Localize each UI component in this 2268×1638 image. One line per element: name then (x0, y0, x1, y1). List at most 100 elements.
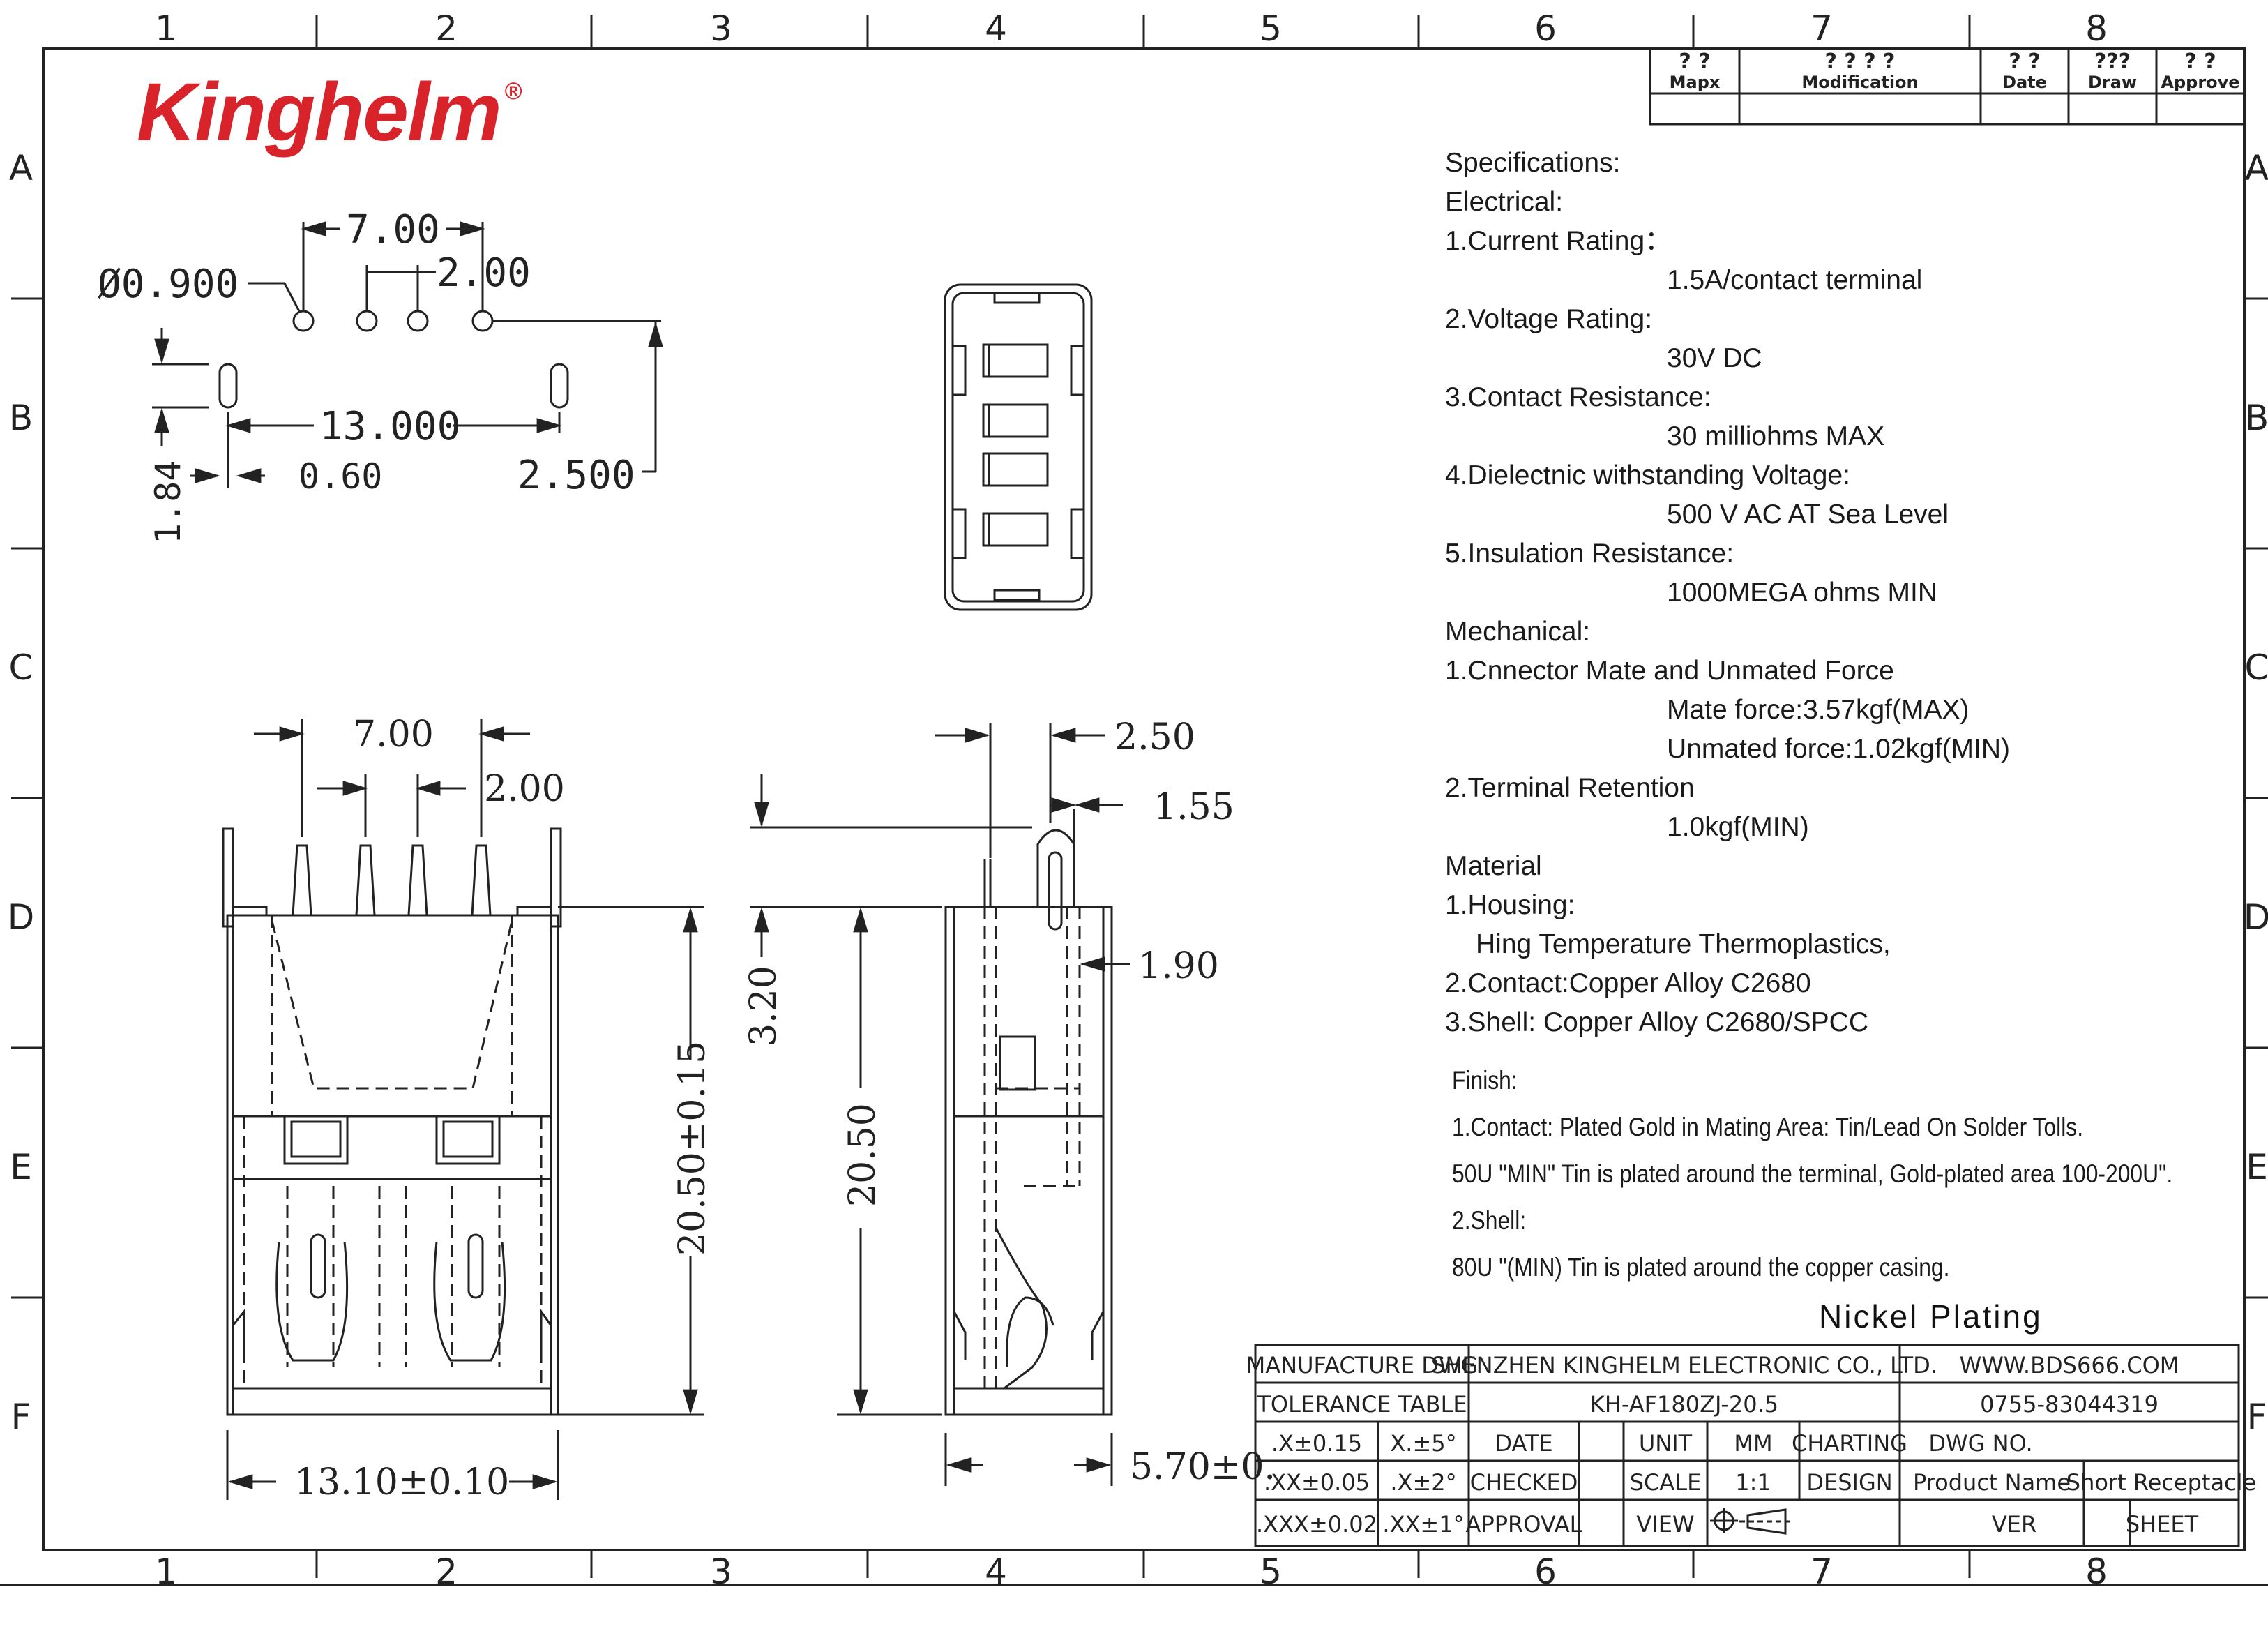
tb-tol-ang-xx: .X±2° (1390, 1469, 1456, 1496)
spec-material-heading: Material (1445, 851, 1542, 881)
zone-row-d-left: D (8, 897, 35, 938)
tb-approval-label: APPROVAL (1466, 1511, 1582, 1538)
nickel-plating-note: Nickel Plating (1819, 1298, 2043, 1335)
dim-side-320: 3.20 (743, 965, 785, 1046)
spec-retention-value: 1.0kgf(MIN) (1667, 812, 1809, 842)
zone-col-2-top: 2 (435, 8, 458, 49)
tb-unit-label: UNIT (1639, 1430, 1693, 1457)
rev-header-date: Date (2002, 73, 2047, 92)
zone-col-8-top: 8 (2085, 8, 2108, 49)
brand-name: Kinghelm (137, 66, 502, 158)
side-view (750, 723, 1130, 1486)
end-view (944, 283, 1093, 611)
finish-line-4: 80U "(MIN) Tin is plated around the copp… (1452, 1253, 1950, 1282)
dim-front-width: 13.10±0.10 (294, 1462, 509, 1503)
tb-scale-value: 1:1 (1735, 1469, 1771, 1496)
spec-mate-value: Mate force:3.57kgf(MAX) (1667, 695, 1970, 725)
tb-manufacture-dwg: MANUFACTURE DWG (1246, 1352, 1479, 1378)
zone-row-b-right: B (2245, 398, 2268, 438)
tb-tol-xx: .XX±0.05 (1264, 1469, 1370, 1496)
zone-row-f-right: F (2247, 1397, 2267, 1437)
tb-view-label: VIEW (1636, 1511, 1694, 1538)
tb-dwg-no-label: DWG NO. (1928, 1430, 2032, 1457)
side-dims: 3.20 20.50 2.50 1.55 1.90 5.70±0. (743, 716, 1276, 1488)
dim-side-width: 5.70±0. (1130, 1446, 1276, 1488)
zone-row-a-right: A (2245, 148, 2268, 188)
title-block (1254, 1344, 2240, 1547)
dim-slot-184: 1.84 (148, 460, 188, 544)
pcb-footprint-view (152, 221, 663, 488)
tb-unit-value: MM (1734, 1430, 1772, 1457)
zone-col-6-top: 6 (1534, 8, 1557, 49)
zone-col-5-top: 5 (1260, 8, 1282, 49)
front-dims: 7.00 2.00 20.50±0.15 13.10±0.10 (294, 714, 713, 1503)
tb-scale-label: SCALE (1630, 1469, 1702, 1496)
zone-row-c-left: C (9, 647, 33, 688)
spec-electrical-heading: Electrical: (1445, 187, 1564, 217)
spec-current-value: 1.5A/contact terminal (1667, 265, 1923, 295)
zone-col-7-top: 7 (1810, 8, 1833, 49)
spec-dielectric-value: 500 V AC AT Sea Level (1667, 499, 1949, 529)
tb-sheet-label: SHEET (2126, 1511, 2199, 1538)
zone-col-4-top: 4 (985, 8, 1007, 49)
zone-col-1-bottom: 1 (155, 1551, 177, 1592)
zone-col-5-bottom: 5 (1260, 1551, 1282, 1592)
rev-header-mapx-glyph: ? ? (1679, 50, 1710, 74)
zone-labels: 1 2 3 4 5 6 7 8 1 2 3 4 5 6 7 8 A B C D … (8, 8, 2268, 1592)
spec-unmate-value: Unmated force:1.02kgf(MIN) (1667, 734, 2011, 764)
rev-header-draw-glyph: ??? (2094, 50, 2131, 74)
title-block-text: MANUFACTURE DWG SHENZHEN KINGHELM ELECTR… (1246, 1352, 2257, 1538)
dim-side-190: 1.90 (1138, 945, 1219, 987)
spec-insulation-label: 5.Insulation Resistance: (1445, 539, 1734, 569)
tb-website: WWW.BDS666.COM (1960, 1352, 2179, 1378)
spec-housing-label: 1.Housing: (1445, 890, 1575, 920)
finish-line-2: 50U "MIN" Tin is plated around the termi… (1452, 1159, 2173, 1188)
zone-col-1-top: 1 (155, 8, 177, 49)
rev-header-approve-glyph: ? ? (2184, 50, 2216, 74)
zone-row-f-left: F (11, 1397, 31, 1437)
projection-symbol-icon (1710, 1508, 1792, 1535)
tb-date-label: DATE (1495, 1430, 1552, 1457)
tb-ver-label: VER (1992, 1511, 2036, 1538)
tb-product-name-label: Product Name (1913, 1469, 2071, 1496)
spec-insulation-value: 1000MEGA ohms MIN (1667, 578, 1937, 608)
spec-resistance-label: 3.Contact Resistance: (1445, 382, 1711, 412)
spec-resistance-value: 30 milliohms MAX (1667, 421, 1885, 451)
zone-col-3-top: 3 (710, 8, 732, 49)
tb-design-label: DESIGN (1806, 1469, 1892, 1496)
dim-side-250: 2.50 (1114, 716, 1195, 758)
front-view (222, 719, 704, 1500)
tb-charting-label: CHARTING (1792, 1430, 1907, 1457)
rev-header-draw: Draw (2088, 73, 2137, 92)
dim-offset-2500: 2.500 (517, 453, 635, 498)
rev-header-modification-glyph: ? ? ? ? (1825, 50, 1896, 74)
specifications-panel: Specifications: Electrical: 1.Current Ra… (1445, 144, 2226, 1042)
dim-slot-060: 0.60 (298, 456, 382, 497)
zone-row-e-left: E (10, 1147, 32, 1187)
tb-tol-x: .X±0.15 (1271, 1430, 1362, 1457)
zone-row-e-right: E (2246, 1147, 2268, 1187)
finish-line-3: 2.Shell: (1452, 1206, 1527, 1235)
finish-title: Finish: (1452, 1066, 1518, 1095)
dim-span-13: 13.000 (319, 404, 460, 449)
tb-tolerance-table: TOLERANCE TABLE (1256, 1391, 1467, 1418)
tb-tol-ang-x: X.±5° (1390, 1430, 1456, 1457)
dim-front-height: 20.50±0.15 (672, 1041, 713, 1256)
tb-product-name-value: Short Receptacle (2066, 1469, 2256, 1496)
dim-front-pitch-2: 2.00 (484, 768, 565, 810)
zone-col-3-bottom: 3 (710, 1551, 732, 1592)
pcb-dims: Ø0.900 7.00 2.00 13.000 0.60 2.500 1.84 (98, 207, 635, 544)
rev-header-date-glyph: ? ? (2009, 50, 2040, 74)
tb-company: SHENZHEN KINGHELM ELECTRONIC CO., LTD. (1431, 1352, 1937, 1378)
tb-phone: 0755-83044319 (1980, 1391, 2159, 1418)
zone-col-4-bottom: 4 (985, 1551, 1007, 1592)
tb-part-number: KH-AF180ZJ-20.5 (1590, 1391, 1778, 1418)
zone-col-2-bottom: 2 (435, 1551, 458, 1592)
tb-tol-ang-xxx: .XX±1° (1382, 1511, 1464, 1538)
spec-voltage-label: 2.Voltage Rating: (1445, 304, 1653, 334)
registered-mark: ® (504, 78, 522, 105)
spec-retention-label: 2.Terminal Retention (1445, 773, 1695, 803)
rev-header-approve: Approve (2161, 73, 2239, 92)
zone-row-b-left: B (9, 398, 33, 438)
